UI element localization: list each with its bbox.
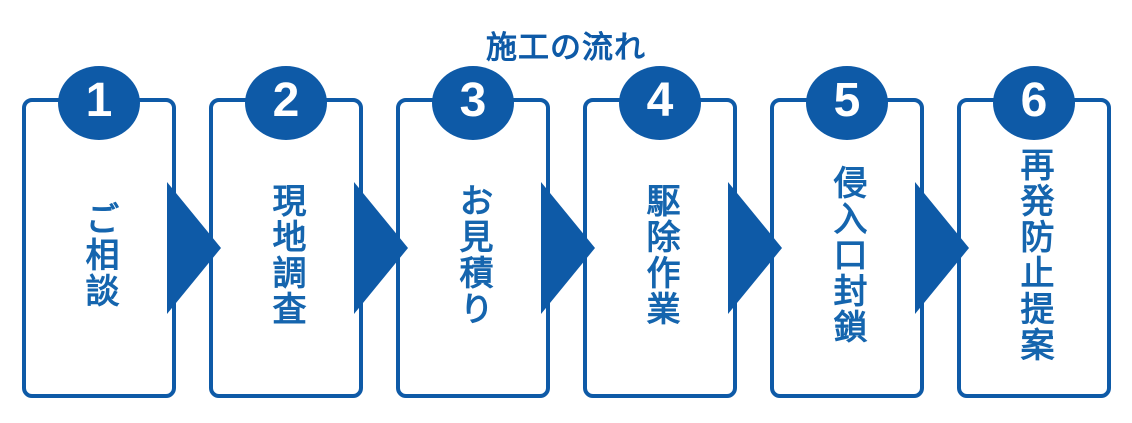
step-box-4: 4 駆除作業 bbox=[583, 66, 737, 398]
step-number: 6 bbox=[1020, 74, 1048, 127]
step-box-1: 1 ご相談 bbox=[22, 66, 176, 398]
step-box-2: 2 現地調査 bbox=[209, 66, 363, 398]
step-number-badge: 1 bbox=[58, 66, 140, 140]
step-number: 5 bbox=[833, 74, 861, 127]
step-label: 侵入口封鎖 bbox=[828, 165, 866, 345]
step-number-badge: 3 bbox=[432, 66, 514, 140]
step-label: 再発防止提案 bbox=[1015, 147, 1053, 363]
diagram-title: 施工の流れ bbox=[486, 30, 646, 65]
step-number: 2 bbox=[272, 74, 300, 127]
step-number: 1 bbox=[85, 74, 113, 127]
step-number: 4 bbox=[646, 74, 674, 127]
step-label: お見積り bbox=[454, 183, 492, 327]
step-box-5: 5 侵入口封鎖 bbox=[770, 66, 924, 398]
step-number: 3 bbox=[459, 74, 487, 127]
step-number-badge: 6 bbox=[993, 66, 1075, 140]
step-box-3: 3 お見積り bbox=[396, 66, 550, 398]
step-box-6: 6 再発防止提案 bbox=[957, 66, 1111, 398]
step-label: 駆除作業 bbox=[641, 183, 679, 327]
step-number-badge: 2 bbox=[245, 66, 327, 140]
step-label: 現地調査 bbox=[267, 183, 305, 327]
step-number-badge: 4 bbox=[619, 66, 701, 140]
step-label: ご相談 bbox=[80, 201, 118, 309]
step-number-badge: 5 bbox=[806, 66, 888, 140]
